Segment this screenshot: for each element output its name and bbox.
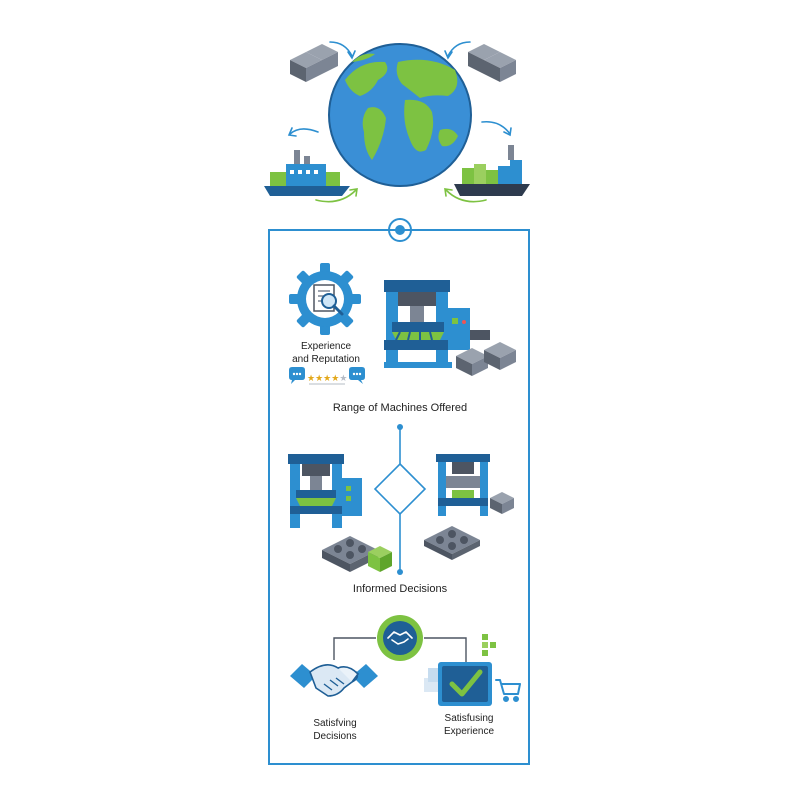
process-panel	[268, 229, 530, 765]
arrow-icon	[289, 128, 319, 135]
star-icon: ★	[323, 373, 332, 383]
cargo-ship-left-icon	[264, 150, 350, 196]
range-of-machines-label: Range of Machines Offered	[332, 402, 468, 414]
satisfaction-check-icon	[424, 634, 521, 706]
global-trade-illustration	[264, 41, 530, 203]
arrow-icon	[315, 189, 357, 203]
handshake-connector	[333, 615, 467, 662]
gear-document-icon	[289, 263, 361, 335]
paver-tiles-right-icon	[424, 526, 480, 560]
decision-connector	[373, 424, 427, 575]
paver-tiles-left-icon	[322, 536, 392, 572]
block-icon-left	[290, 44, 338, 82]
globe-icon	[328, 43, 472, 187]
block-machine-right-icon	[436, 454, 514, 516]
satisfying-decisions-label: Satisfving Decisions	[313, 718, 357, 742]
star-icon: ★	[339, 373, 348, 383]
handshake-icon	[290, 664, 378, 697]
handshake-small-icon	[387, 631, 413, 645]
press-machine-icon	[384, 280, 516, 376]
arrow-icon	[329, 41, 353, 57]
arrow-icon	[481, 120, 511, 135]
arrow-icon	[445, 189, 487, 203]
star-icon: ★	[307, 373, 316, 383]
arrow-icon	[447, 41, 471, 57]
shopping-cart-icon	[495, 679, 521, 702]
satisfying-experience-label: Satisfusing Experience	[443, 713, 495, 737]
star-icon: ★	[331, 373, 340, 383]
informed-decisions-label: Informed Decisions	[352, 583, 448, 595]
cargo-ship-right-icon	[454, 145, 530, 196]
star-icon: ★	[315, 373, 324, 383]
star-rating: ★★★★★	[307, 373, 347, 384]
decision-diamond	[373, 462, 427, 516]
block-machine-left-icon	[288, 454, 362, 528]
block-icon-right	[468, 44, 516, 82]
experience-label: Experience and Reputation	[292, 341, 360, 365]
review-bubbles-icon	[289, 367, 365, 385]
